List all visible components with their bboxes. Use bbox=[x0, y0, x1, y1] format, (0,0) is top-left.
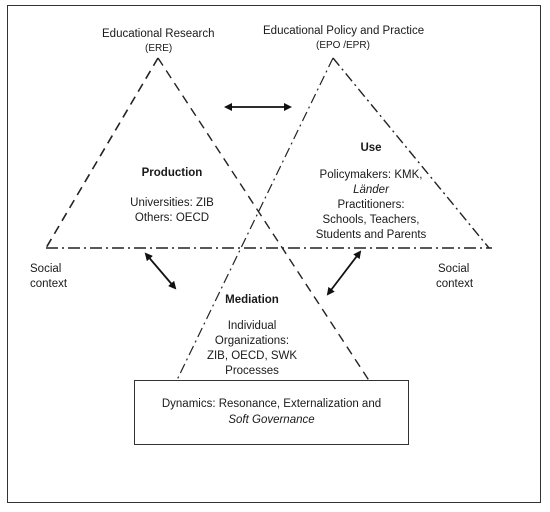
dynamics-line-1: Dynamics: Resonance, Externalization and bbox=[161, 398, 382, 410]
use-mediation-arrow bbox=[326, 250, 362, 296]
policy-triangle-left-edge bbox=[175, 57, 334, 383]
policy-title: Educational Policy and Practice bbox=[263, 25, 425, 37]
use-line-5: Students and Parents bbox=[315, 229, 427, 241]
dynamics-box: Dynamics: Resonance, Externalization and… bbox=[134, 380, 409, 445]
production-line-1: Universities: ZIB bbox=[130, 197, 214, 209]
social-context-left-line-1: Social bbox=[30, 263, 62, 275]
research-abbr: (ERE) bbox=[145, 43, 173, 54]
social-context-right-line-2: context bbox=[436, 278, 474, 290]
mediation-title: Mediation bbox=[225, 294, 279, 306]
mediation-line-2: Organizations: bbox=[214, 335, 290, 347]
mediation-line-1: Individual bbox=[227, 320, 277, 332]
use-line-1: Policymakers: KMK, bbox=[319, 169, 423, 181]
dynamics-line-2: Soft Governance bbox=[228, 414, 315, 426]
mediation-line-3: ZIB, OECD, SWK bbox=[206, 350, 298, 362]
production-mediation-arrow bbox=[144, 252, 177, 290]
use-title: Use bbox=[360, 142, 382, 154]
policy-triangle-right-edge bbox=[332, 57, 490, 249]
research-title: Educational Research bbox=[102, 28, 215, 40]
diagram-frame bbox=[7, 5, 541, 503]
research-triangle-right-edge bbox=[157, 57, 371, 383]
production-line-2: Others: OECD bbox=[134, 212, 210, 224]
policy-abbr: (EPO /EPR) bbox=[316, 40, 370, 51]
social-context-left-line-2: context bbox=[30, 278, 68, 290]
research-triangle-left-edge bbox=[45, 57, 159, 249]
use-line-3: Practitioners: bbox=[337, 199, 405, 211]
production-title: Production bbox=[141, 167, 203, 179]
mediation-line-4: Processes bbox=[225, 365, 279, 377]
use-line-2: Länder bbox=[353, 184, 389, 196]
social-context-right-line-1: Social bbox=[438, 263, 470, 275]
use-line-4: Schools, Teachers, bbox=[322, 214, 420, 226]
